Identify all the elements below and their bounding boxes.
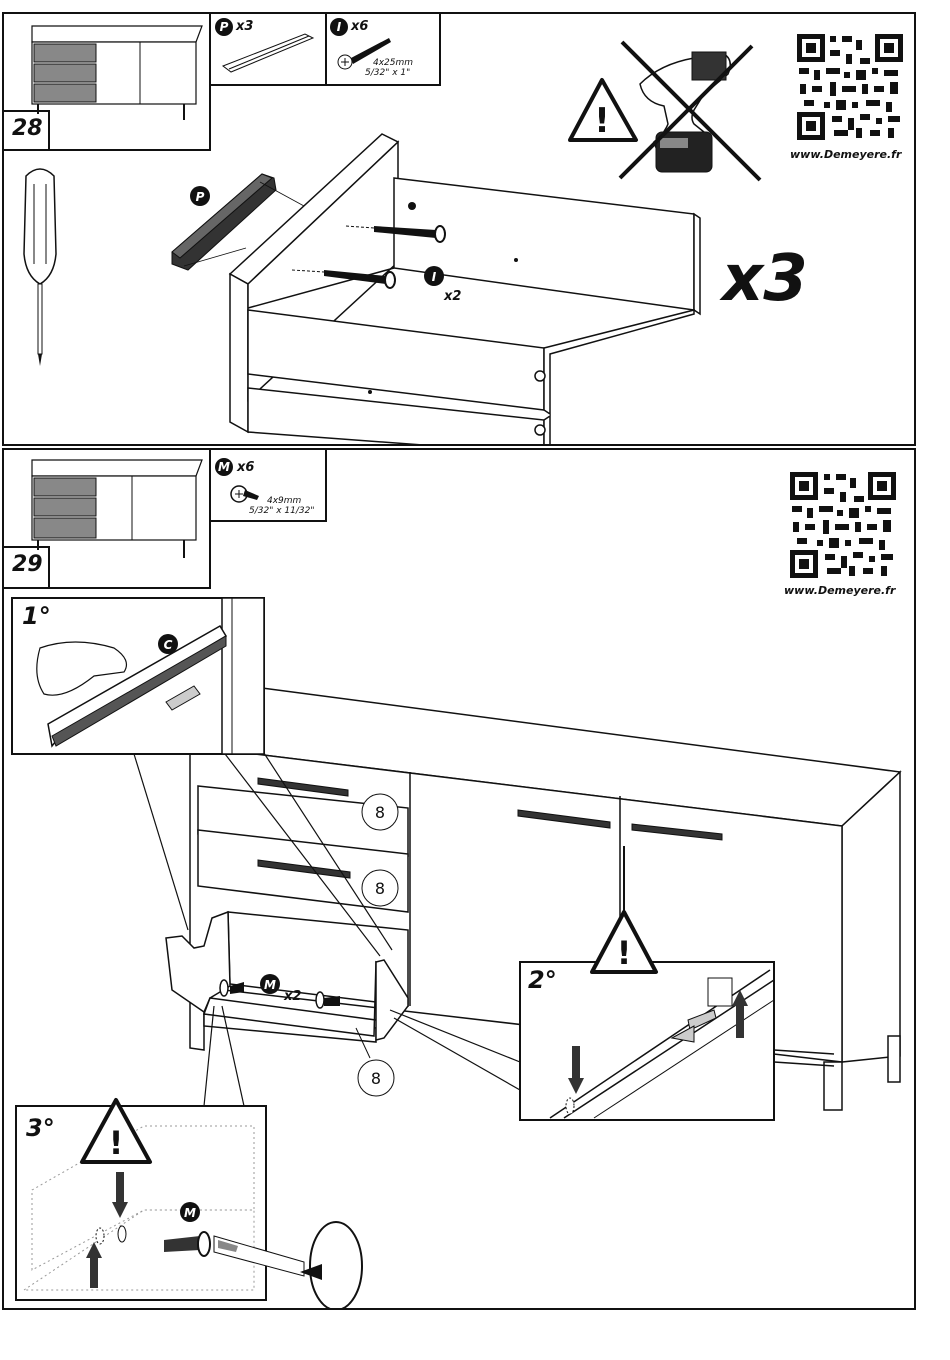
step-29-panel: 29 M x6 4x9mm 5/32" x 11/32" [2,448,916,1310]
qr-code-icon-29 [790,472,896,578]
step-28-panel: 28 P x3 I x6 4x25mm 5/32" x 1" [2,12,916,446]
callout-i-qty: x2 [443,289,461,304]
website-url-29[interactable]: www.Demeyere.fr [784,584,895,597]
screwdriver-icon [24,169,56,366]
qr-code-icon [797,34,903,140]
callout-m-letter: M [264,978,276,992]
detail-3-callout-letter: M [184,1206,196,1220]
callout-p-letter: P [196,190,205,204]
drawer-label-1: 8 [375,803,385,822]
detail-2-label: 2° [528,966,557,994]
callout-i-letter: I [432,270,437,284]
detail-3-label: 3° [26,1114,55,1142]
warning-mark-detail-2: ! [617,934,632,972]
detail-3-box [16,1106,304,1300]
lens-icon [300,1222,362,1308]
drawer-assembly-illustration: P I x2 [4,14,914,444]
sideboard-drawer-illustration: M x2 8 8 8 [4,450,914,1308]
drawer-label-3: 8 [371,1069,381,1088]
detail-1-callout-letter: C [164,638,173,652]
no-drill-icon [620,42,760,180]
detail-1-label: 1° [22,602,51,630]
multiplier-x3: x3 [719,242,808,316]
warning-mark-28: ! [594,101,610,141]
drawer-box-illustration [230,134,700,444]
callout-m-qty: x2 [283,989,301,1004]
detail-2-box [520,962,774,1120]
website-url-28[interactable]: www.Demeyere.fr [790,148,901,161]
drawer-label-2: 8 [375,879,385,898]
warning-mark-detail-3: ! [109,1124,124,1162]
